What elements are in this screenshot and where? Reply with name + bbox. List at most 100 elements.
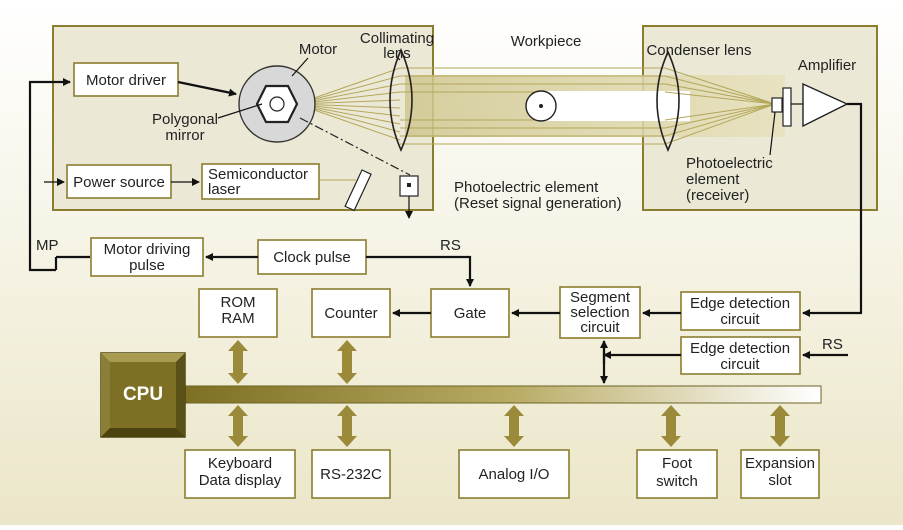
expansion-bus-arrow (770, 405, 790, 447)
counter-bus-arrow (337, 340, 357, 384)
text-line: Semiconductor (208, 166, 308, 183)
text-line: Collimating (360, 30, 434, 47)
text-line: element (686, 171, 740, 188)
motor-label: Motor (299, 41, 337, 58)
photoelectric-reset-label: Photoelectric element(Reset signal gener… (454, 179, 622, 212)
counter-box[interactable]: Counter (311, 288, 391, 338)
amplifier-icon (802, 82, 849, 128)
condenser-lens-label: Condenser lens (646, 42, 751, 59)
text-line: CPU (123, 384, 163, 405)
text-line: (receiver) (686, 187, 749, 204)
motor-driver-label: Motor driver (86, 72, 166, 89)
clock-pulse-label: Clock pulse (273, 249, 351, 266)
clock-pulse-box[interactable]: Clock pulse (257, 239, 367, 275)
text-line: switch (656, 473, 698, 490)
motor-driver-box[interactable]: Motor driver (73, 62, 179, 97)
collimating-pointer (397, 57, 401, 61)
text-line: Segment (570, 289, 631, 306)
motor-pointer (291, 57, 309, 77)
text-line: Photoelectric (686, 155, 773, 172)
text-line: circuit (720, 311, 760, 328)
text-line: pulse (129, 257, 165, 274)
text-line: Power source (73, 174, 165, 191)
collimating-lens-icon (389, 48, 413, 152)
text-line: Foot (662, 455, 693, 472)
reset-beam-line (299, 117, 411, 176)
rs232c-label: RS-232C (320, 466, 382, 483)
text-line: laser (208, 181, 241, 198)
text-line: circuit (720, 356, 760, 373)
system-bus (184, 385, 822, 404)
mp-label: MP (36, 237, 59, 254)
text-line: Edge detection (690, 295, 790, 312)
text-line: Photoelectric element (454, 179, 599, 196)
text-line: Polygonal (152, 111, 218, 128)
text-line: Expansion (745, 455, 815, 472)
receiver-pointer (769, 111, 776, 156)
mirror-hub (269, 96, 285, 112)
text-line: Motor driver (86, 72, 166, 89)
reset-photoelectric-dot (407, 183, 411, 187)
text-line: selection (570, 304, 629, 321)
rs232c-box[interactable]: RS-232C (311, 449, 391, 499)
text-line: Motor driving (104, 241, 191, 258)
rs-label-top: RS (440, 237, 461, 254)
power-source-label: Power source (73, 174, 165, 191)
text-line: (Reset signal generation) (454, 195, 622, 212)
rs-label-right: RS (822, 336, 843, 353)
text-line: RS-232C (320, 466, 382, 483)
beam-parallel (400, 67, 665, 145)
mp-feedback-wire (28, 78, 71, 272)
gate-box[interactable]: Gate (430, 288, 510, 338)
beam-shadow (540, 91, 690, 121)
power-source-box[interactable]: Power source (66, 164, 172, 199)
text-line: Clock pulse (273, 249, 351, 266)
receiver-photoelectric-element-icon (771, 97, 783, 113)
text-line: mirror (165, 127, 204, 144)
cpu-label: CPU (123, 384, 163, 405)
workpiece-label: Workpiece (511, 33, 582, 50)
workpiece-center (539, 104, 543, 108)
text-line: Edge detection (690, 340, 790, 357)
analog-io-bus-arrow (504, 405, 524, 447)
text-line: Analog I/O (479, 466, 550, 483)
text-line: Gate (454, 305, 487, 322)
text-line: slot (768, 472, 792, 489)
text-line: circuit (580, 319, 620, 336)
foot-switch-bus-arrow (661, 405, 681, 447)
amp-to-edge-wire (802, 102, 863, 317)
analog-io-box[interactable]: Analog I/O (458, 449, 570, 499)
receiver-housing-icon (782, 87, 792, 127)
text-line: Data display (199, 472, 282, 489)
clock-to-gate-wire (366, 255, 474, 287)
keyboard-bus-arrow (228, 405, 248, 447)
rs232c-bus-arrow (337, 405, 357, 447)
cpu-block[interactable]: CPU (100, 352, 186, 438)
condenser-lens-icon (656, 50, 680, 152)
text-line: Keyboard (208, 455, 272, 472)
rom-ram-bus-arrow (228, 340, 248, 384)
laser-mirror-icon (344, 169, 372, 212)
bus-arrows (228, 340, 790, 447)
